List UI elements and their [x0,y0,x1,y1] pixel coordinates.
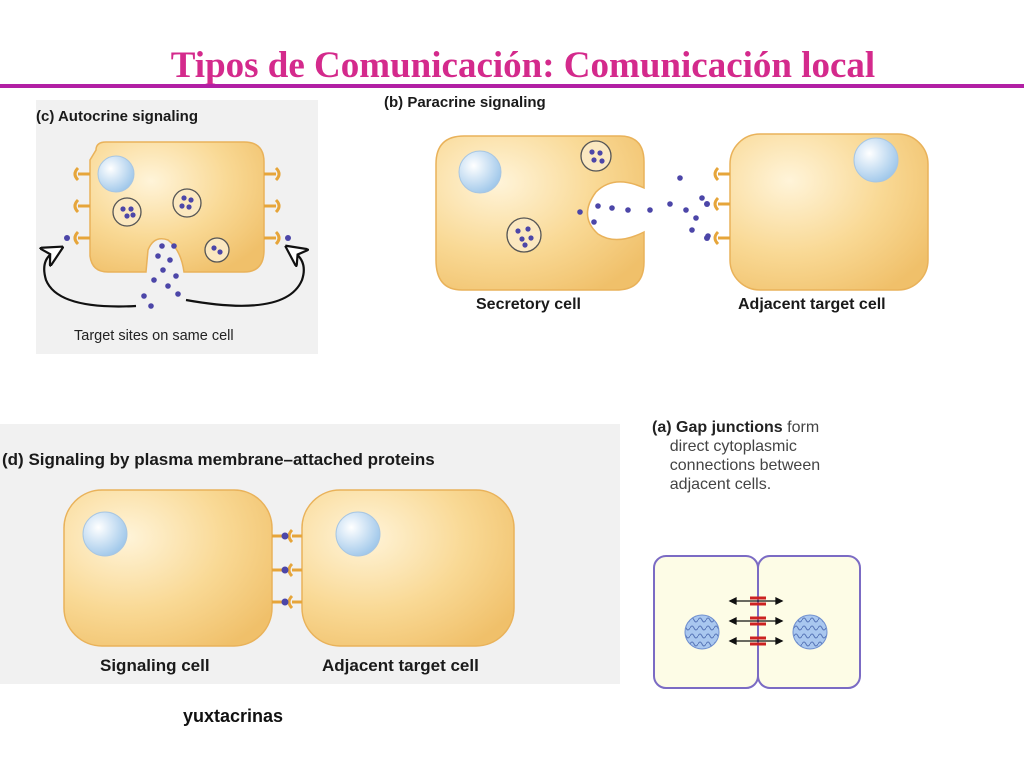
gap-junctions-term: Gap junctions [676,419,783,436]
signaling-cell-label: Signaling cell [100,656,210,675]
nucleus [792,614,828,650]
signal-molecules [141,243,181,309]
vesicle [112,197,142,227]
membrane-attached-heading: (d) Signaling by plasma membrane–attache… [2,450,435,470]
nucleus [335,511,381,557]
nucleus [853,137,899,183]
signaling-cell [63,489,273,647]
nucleus [82,511,128,557]
nucleus [97,155,135,193]
target-cell [301,489,515,647]
gap-junction-panel [650,552,864,692]
target-cell-label: Adjacent target cell [738,296,886,313]
panel-letter: (a) [652,419,672,436]
title-underline [0,84,1024,88]
autocrine-panel: (c) Autocrine signaling Target sites on … [36,100,318,354]
vesicle [172,188,202,218]
signal-molecules [577,175,711,239]
caption-line: connections between [669,457,821,474]
receptors [73,166,281,246]
nucleus [684,614,720,650]
panel-letter: (c) [36,108,55,125]
membrane-attached-panel: (d) Signaling by plasma membrane–attache… [0,424,620,684]
exchange-arrows [728,596,784,646]
vesicle [506,217,542,253]
receptors [713,166,730,246]
paracrine-panel: (b) Paracrine signaling Secretory cell A… [384,92,944,332]
gap-junction-caption: (a) Gap junctions form direct cytoplasmi… [652,418,882,494]
juxtacrine-label: yuxtacrinas [183,706,284,726]
autocrine-caption: Target sites on same cell [74,328,234,344]
membrane-proteins [272,528,302,610]
caption-line: adjacent cells. [669,476,772,493]
paracrine-diagram [435,133,929,291]
gap-junction-channels [750,596,766,646]
panel-label: Autocrine signaling [57,108,198,125]
panel-letter: (d) [2,450,24,469]
secretory-cell-label: Secretory cell [476,296,581,313]
autocrine-heading: (c) Autocrine signaling [36,108,198,125]
target-cell-label: Adjacent target cell [322,656,479,675]
paracrine-heading: (b) Paracrine signaling [384,94,546,111]
nucleus [458,150,502,194]
vesicle [204,237,230,263]
membrane-attached-diagram [63,489,515,647]
slide-title: Tipos de Comunicación: Comunicación loca… [170,45,876,86]
caption-line: form [787,419,820,436]
autocrine-diagram [36,141,318,309]
caption-line: direct cytoplasmic [669,438,797,455]
panel-label: Paracrine signaling [407,94,546,111]
gap-junction-diagram [653,555,861,689]
panel-label: Signaling by plasma membrane–attached pr… [28,450,435,469]
vesicle [580,140,612,172]
panel-letter: (b) [384,94,404,111]
